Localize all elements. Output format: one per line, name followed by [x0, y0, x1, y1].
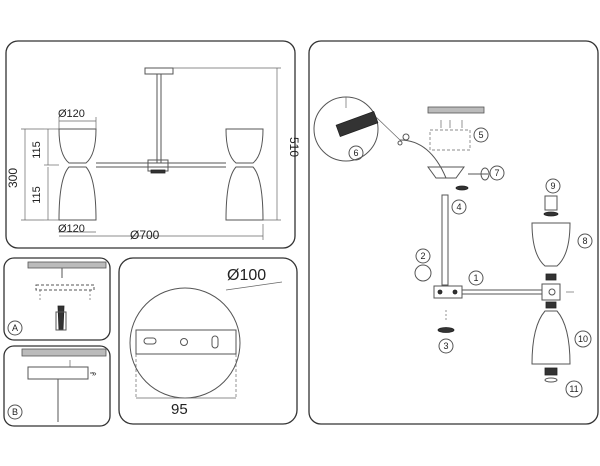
- right-upper-shade: [225, 128, 264, 164]
- callout-7: 7: [489, 165, 505, 181]
- svg-text:3: 3: [443, 341, 448, 351]
- step-a-badge: [7, 320, 23, 336]
- callout-1: 1: [468, 270, 484, 286]
- center-hole: [180, 338, 188, 346]
- step-b-badge: [7, 404, 23, 420]
- callout-9: 9: [545, 178, 561, 194]
- slot-right: [211, 335, 219, 349]
- callout-11: 11: [565, 380, 583, 398]
- svg-text:11: 11: [569, 384, 578, 394]
- svg-text:1: 1: [473, 273, 478, 283]
- svg-text:»: »: [92, 369, 97, 378]
- bottom-cap: [437, 327, 455, 333]
- callout-2: 2: [415, 248, 431, 264]
- label-step-b: B: [12, 407, 18, 417]
- callout-4: 4: [451, 199, 467, 215]
- svg-text:7: 7: [494, 168, 499, 178]
- ceiling-hatch-b: [21, 348, 107, 357]
- svg-text:6: 6: [353, 148, 358, 158]
- top-canopy: [144, 67, 174, 75]
- callout-10: 10: [574, 330, 592, 348]
- ceiling-hatch-a: [27, 261, 107, 269]
- left-lower-shade: [58, 166, 97, 221]
- label-lower-height: 115: [31, 186, 43, 204]
- label-span-width: Ø700: [130, 228, 160, 242]
- mounting-bar: [135, 329, 237, 355]
- exploded-assembly-frame: [308, 40, 599, 425]
- upper-socket: [545, 273, 557, 281]
- locking-nut: [455, 185, 469, 191]
- canopy-outline-dashed: [429, 129, 471, 151]
- left-upper-shade: [58, 128, 97, 164]
- step-b-panel: » B: [3, 345, 111, 427]
- hub-body: [433, 285, 463, 299]
- exploded-assembly-panel: 1 2 3 4 5 6 7 8: [308, 40, 599, 425]
- lamp-connector-block: [541, 283, 561, 301]
- label-top-diameter: Ø120: [58, 108, 85, 120]
- lower-glass-shade: [531, 310, 571, 365]
- pendant-stem: [441, 194, 449, 286]
- slot-left: [143, 337, 157, 345]
- canopy-plate-panel: Ø100 95: [118, 257, 298, 425]
- label-plate-width: 95: [171, 401, 188, 418]
- svg-text:9: 9: [550, 181, 555, 191]
- screwdriver-icon: [57, 305, 65, 331]
- label-canopy-diameter: Ø100: [227, 267, 266, 284]
- step-a-panel: A: [3, 257, 111, 341]
- label-body-height: 300: [6, 168, 20, 188]
- screwdriver-handle: [55, 311, 67, 331]
- label-upper-height: 115: [31, 141, 43, 159]
- dimension-panel: Ø120 Ø120 Ø700 115 115 300 510: [5, 40, 301, 249]
- label-bottom-diameter: Ø120: [58, 223, 85, 235]
- terminal-block: [335, 111, 379, 137]
- ceiling-hatch-exploded: [427, 106, 485, 114]
- lower-bulb-base: [544, 367, 558, 376]
- label-total-height: 510: [287, 137, 301, 157]
- step-b-frame: [3, 345, 111, 427]
- diameter-leader: [225, 281, 283, 291]
- callout-8: 8: [577, 233, 593, 249]
- upper-glass-shade: [531, 222, 571, 267]
- upper-bulb: [544, 195, 558, 211]
- label-step-a: A: [12, 323, 18, 333]
- wire-connector-icon: [414, 264, 432, 282]
- hub-ring: [150, 169, 166, 174]
- canopy-plate-frame: [118, 257, 298, 425]
- callout-3: 3: [438, 338, 454, 354]
- svg-text:8: 8: [582, 236, 587, 246]
- svg-text:10: 10: [578, 334, 588, 344]
- callout-5: 5: [473, 127, 489, 143]
- svg-text:4: 4: [456, 202, 461, 212]
- dimension-panel-frame: [5, 40, 296, 249]
- callout-6: 6: [348, 145, 364, 161]
- svg-text:2: 2: [420, 251, 425, 261]
- mounting-plate-a: [35, 284, 95, 291]
- svg-text:5: 5: [478, 130, 483, 140]
- detail-leader: [375, 116, 401, 141]
- step-a-frame: [3, 257, 111, 341]
- lower-socket: [545, 301, 557, 309]
- canopy-cup: [427, 166, 465, 179]
